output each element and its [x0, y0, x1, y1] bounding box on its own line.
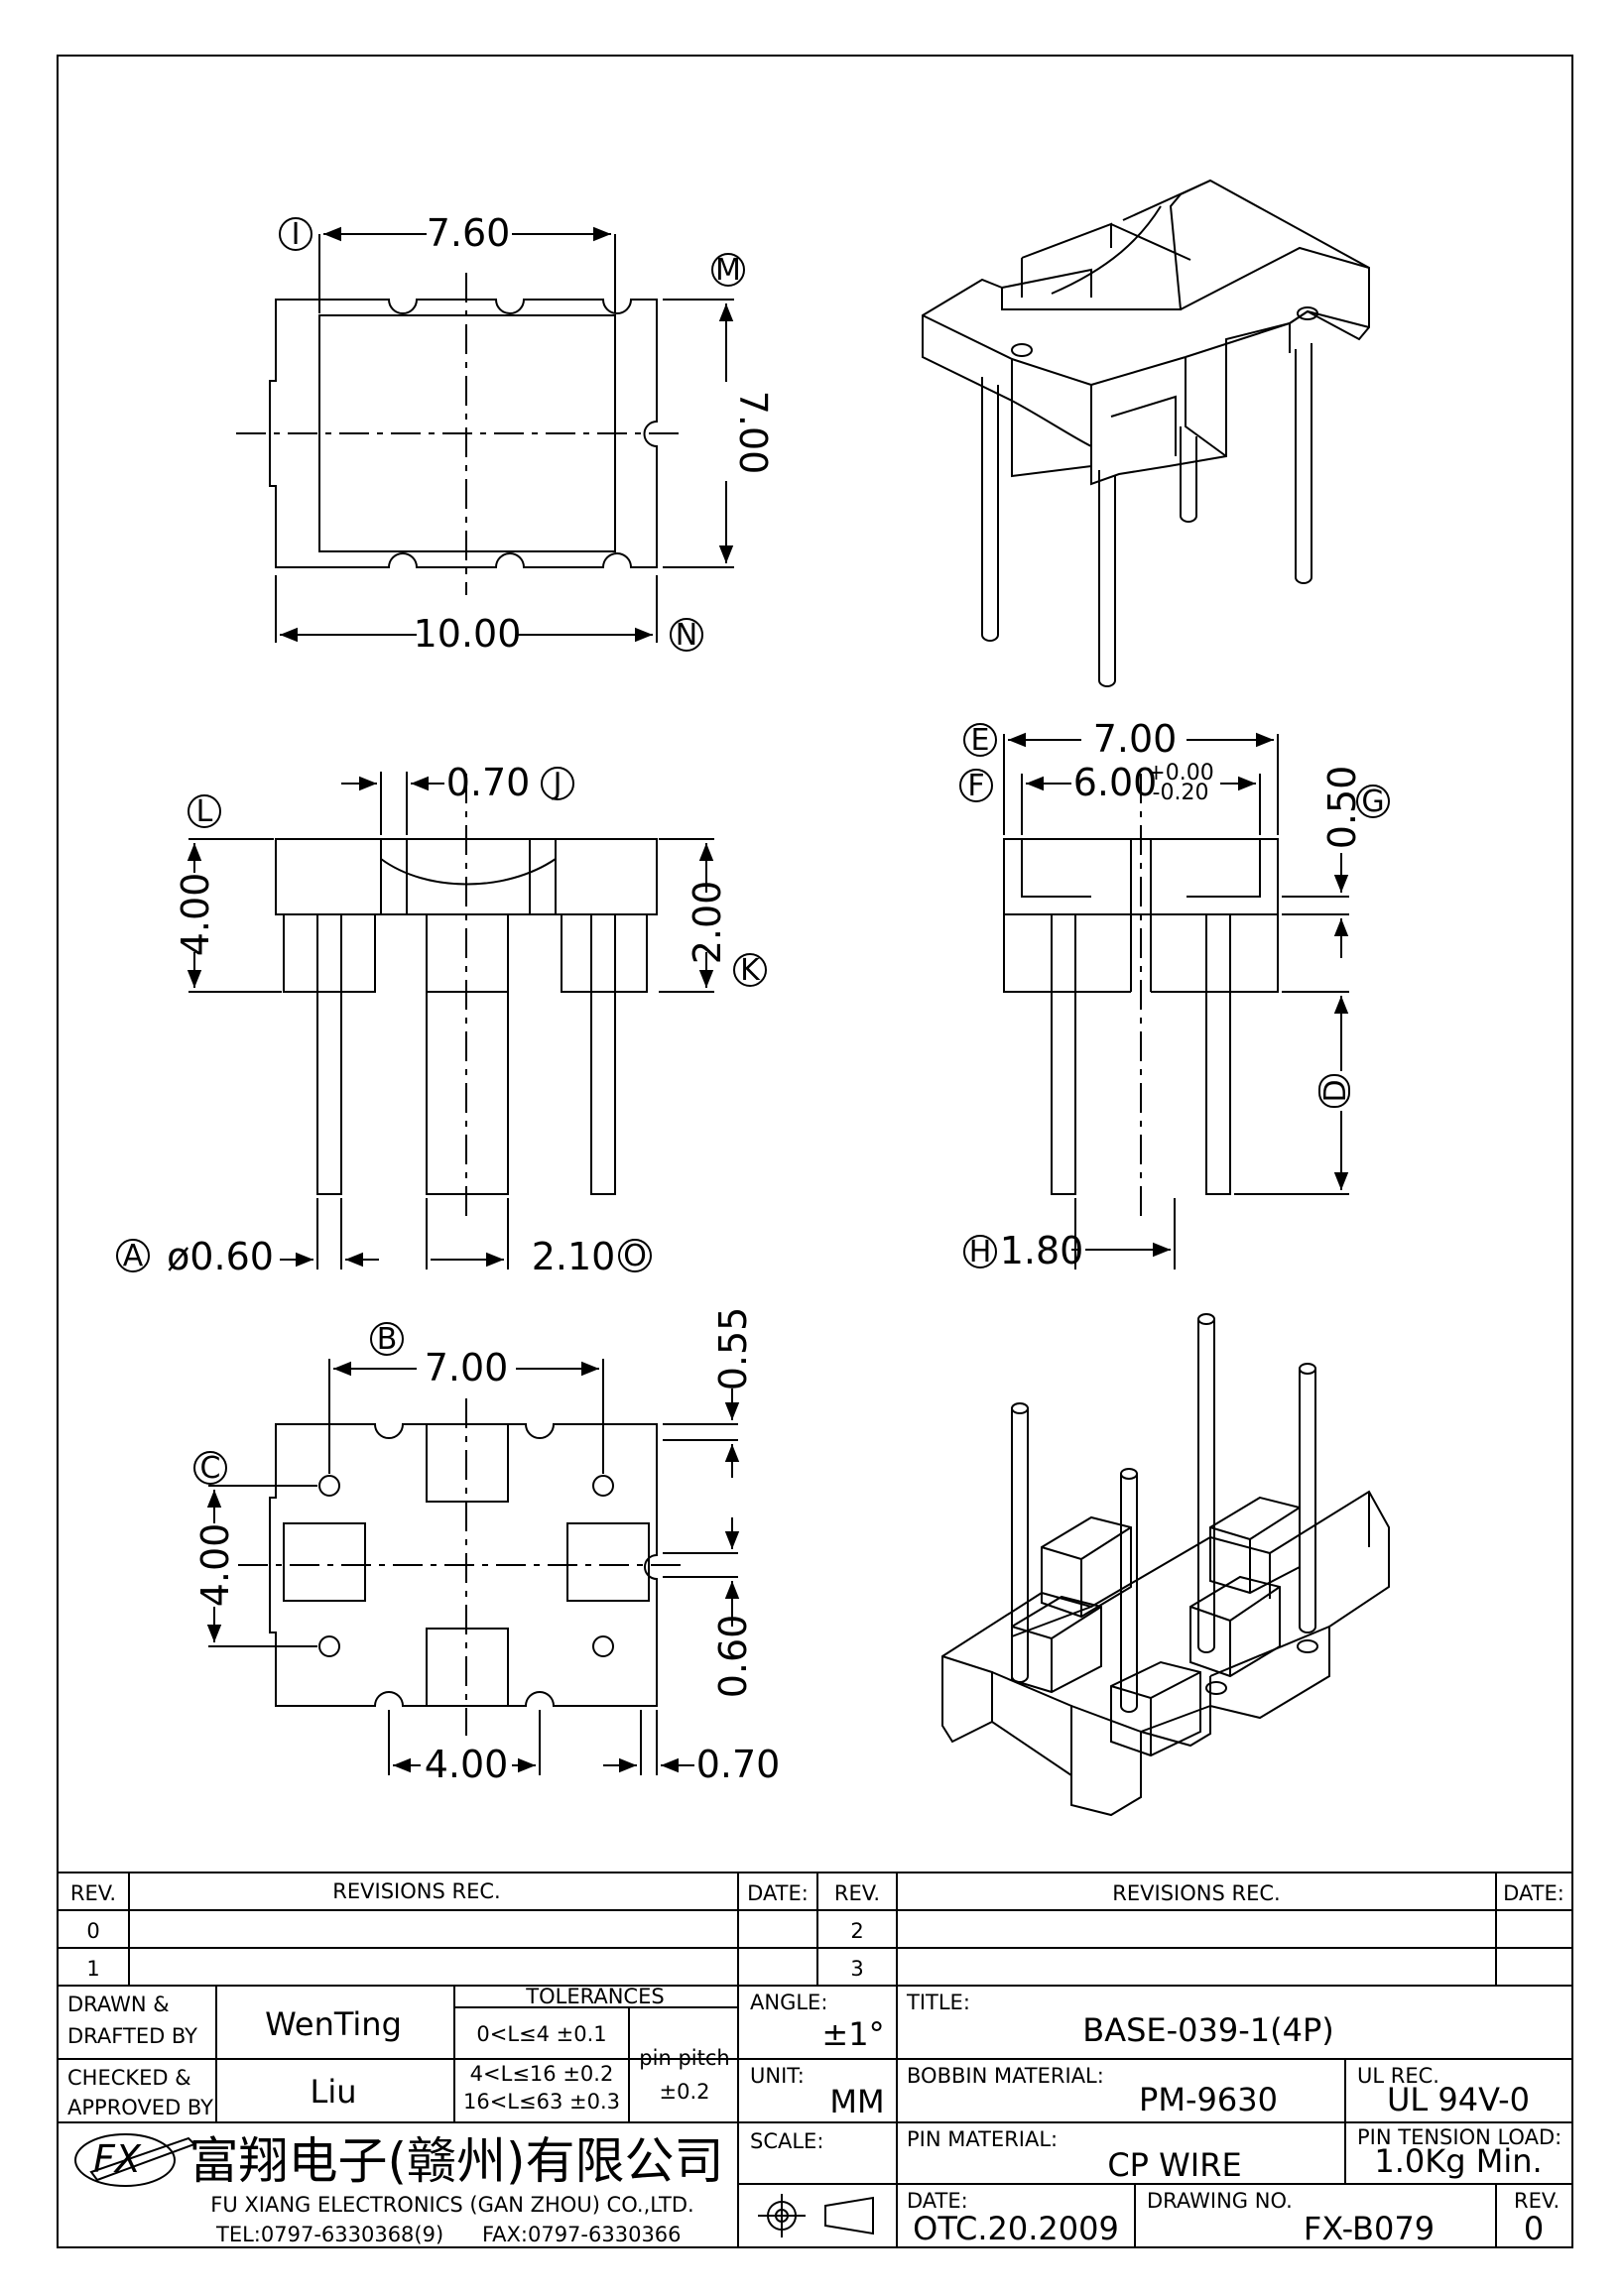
- dim-bottom-notch: 0.55: [711, 1307, 755, 1391]
- tb-drawn-label-2: DRAFTED BY: [67, 2024, 197, 2048]
- dim-end-pin-offset: 1.80: [1000, 1229, 1084, 1272]
- dim-top-overall: 10.00: [414, 612, 522, 656]
- marker-f: F: [967, 769, 984, 803]
- tb-bobbin-label: BOBBIN MATERIAL:: [907, 2064, 1104, 2088]
- tb-rev-header: REV.: [70, 1881, 116, 1905]
- tb-date-label: DATE:: [907, 2189, 968, 2213]
- tb-tolerances-label: TOLERANCES: [525, 1985, 664, 2008]
- marker-g: G: [1361, 785, 1384, 819]
- tb-unit-label: UNIT:: [750, 2064, 805, 2088]
- marker-a: A: [123, 1239, 144, 1273]
- marker-k: K: [740, 953, 761, 988]
- marker-i: I: [292, 217, 301, 252]
- dim-top-width: 7.60: [427, 211, 511, 255]
- tb-date-header-2: DATE:: [1503, 1881, 1564, 1905]
- dim-bottom-edge: 0.70: [696, 1743, 781, 1786]
- dim-bottom-slot: 0.60: [711, 1615, 755, 1699]
- dim-end-width: 7.00: [1093, 717, 1178, 761]
- tb-scale-label: SCALE:: [750, 2129, 823, 2153]
- tb-drawing-no-value: FX-B079: [1304, 2210, 1435, 2247]
- tb-date-header: DATE:: [747, 1881, 809, 1905]
- tb-rev-label: REV.: [1514, 2189, 1560, 2213]
- marker-c: C: [200, 1451, 221, 1486]
- tb-title-label: TITLE:: [906, 1991, 970, 2014]
- tb-date-value: OTC.20.2009: [913, 2210, 1119, 2247]
- tb-drawn-label-1: DRAWN &: [67, 1993, 170, 2016]
- top-view: [236, 217, 745, 652]
- marker-d: D: [1318, 1079, 1353, 1102]
- dim-slot-width: 0.70: [446, 761, 531, 804]
- tb-tol-2: 4<L≤16 ±0.2: [470, 2062, 614, 2086]
- tb-ul-value: UL 94V-0: [1387, 2081, 1530, 2118]
- sheet-border: [57, 55, 1573, 2248]
- dim-bottom-height: 4.00: [193, 1523, 237, 1608]
- bottom-view: [193, 1322, 740, 1775]
- company-name-en: FU XIANG ELECTRONICS (GAN ZHOU) CO.,LTD.: [210, 2193, 693, 2217]
- tb-unit-value: MM: [829, 2083, 884, 2120]
- marker-b: B: [377, 1322, 398, 1357]
- tb-rev-row-1: 1: [86, 1957, 99, 1981]
- dim-end-tol-plus: +0.00: [1147, 761, 1213, 785]
- dim-bottom-pitch: 4.00: [425, 1743, 509, 1786]
- dim-pin-diameter: ø0.60: [167, 1235, 274, 1278]
- tb-pin-tension-label: PIN TENSION LOAD:: [1357, 2125, 1562, 2149]
- tb-rev-row-3: 3: [850, 1957, 863, 1981]
- tb-checked-by: Liu: [311, 2073, 357, 2111]
- dim-end-wall: 0.50: [1320, 766, 1364, 850]
- tb-pin-material-label: PIN MATERIAL:: [907, 2127, 1058, 2151]
- end-view: [959, 723, 1390, 1269]
- tb-tol-1: 0<L≤4 ±0.1: [476, 2022, 606, 2046]
- tb-checked-label-1: CHECKED &: [67, 2066, 191, 2090]
- tb-pin-tension-value: 1.0Kg Min.: [1374, 2142, 1542, 2180]
- company-tel: TEL:0797-6330368(9): [215, 2223, 443, 2246]
- tb-ul-label: UL REC.: [1357, 2064, 1439, 2088]
- dim-bottom-width: 7.00: [425, 1346, 509, 1390]
- dim-pin-upper: 2.00: [686, 881, 729, 965]
- tb-pin-material-value: CP WIRE: [1107, 2146, 1241, 2184]
- dim-end-inner: 6.00: [1073, 761, 1158, 804]
- tb-checked-label-2: APPROVED BY: [67, 2096, 213, 2119]
- tb-rev-row-2: 2: [850, 1919, 863, 1943]
- tb-angle-label: ANGLE:: [750, 1991, 827, 2014]
- tb-tol-3: 16<L≤63 ±0.3: [463, 2090, 620, 2114]
- tb-pin-pitch-value: ±0.2: [660, 2080, 710, 2104]
- tb-drawn-by: WenTing: [265, 2005, 402, 2043]
- marker-l: L: [196, 794, 213, 829]
- tb-angle-value: ±1°: [821, 2015, 884, 2053]
- iso-view-top: [922, 179, 1370, 687]
- tb-rev-row-0: 0: [86, 1919, 99, 1943]
- marker-n: N: [676, 618, 697, 653]
- tb-revisions-header: REVISIONS REC.: [332, 1879, 500, 1903]
- marker-j: J: [552, 767, 562, 801]
- side-view: [116, 767, 767, 1272]
- tb-title-value: BASE-039-1(4P): [1082, 2011, 1334, 2049]
- marker-e: E: [971, 723, 990, 758]
- marker-h: H: [969, 1235, 992, 1269]
- company-name-cn: 富翔电子(赣州)有限公司: [188, 2132, 723, 2190]
- logo-fx: FX: [93, 2137, 142, 2181]
- tb-revisions-header-2: REVISIONS REC.: [1112, 1881, 1280, 1905]
- dim-side-height: 4.00: [174, 873, 217, 957]
- tb-drawing-no-label: DRAWING NO.: [1147, 2189, 1293, 2213]
- tb-bobbin-value: PM-9630: [1139, 2081, 1278, 2118]
- company-fax: FAX:0797-6330366: [482, 2223, 682, 2246]
- dim-top-height: 7.00: [731, 391, 775, 475]
- iso-view-bottom: [941, 1313, 1390, 1817]
- tb-rev-header-2: REV.: [834, 1881, 880, 1905]
- tb-rev-value: 0: [1524, 2210, 1544, 2247]
- marker-o: O: [623, 1239, 647, 1273]
- dim-pin-spacing: 2.10: [532, 1235, 616, 1278]
- tb-pin-pitch-label: pin pitch: [639, 2046, 729, 2070]
- marker-m: M: [715, 253, 741, 288]
- dim-end-tol-minus: -0.20: [1153, 781, 1209, 805]
- title-block: [58, 1872, 1572, 2247]
